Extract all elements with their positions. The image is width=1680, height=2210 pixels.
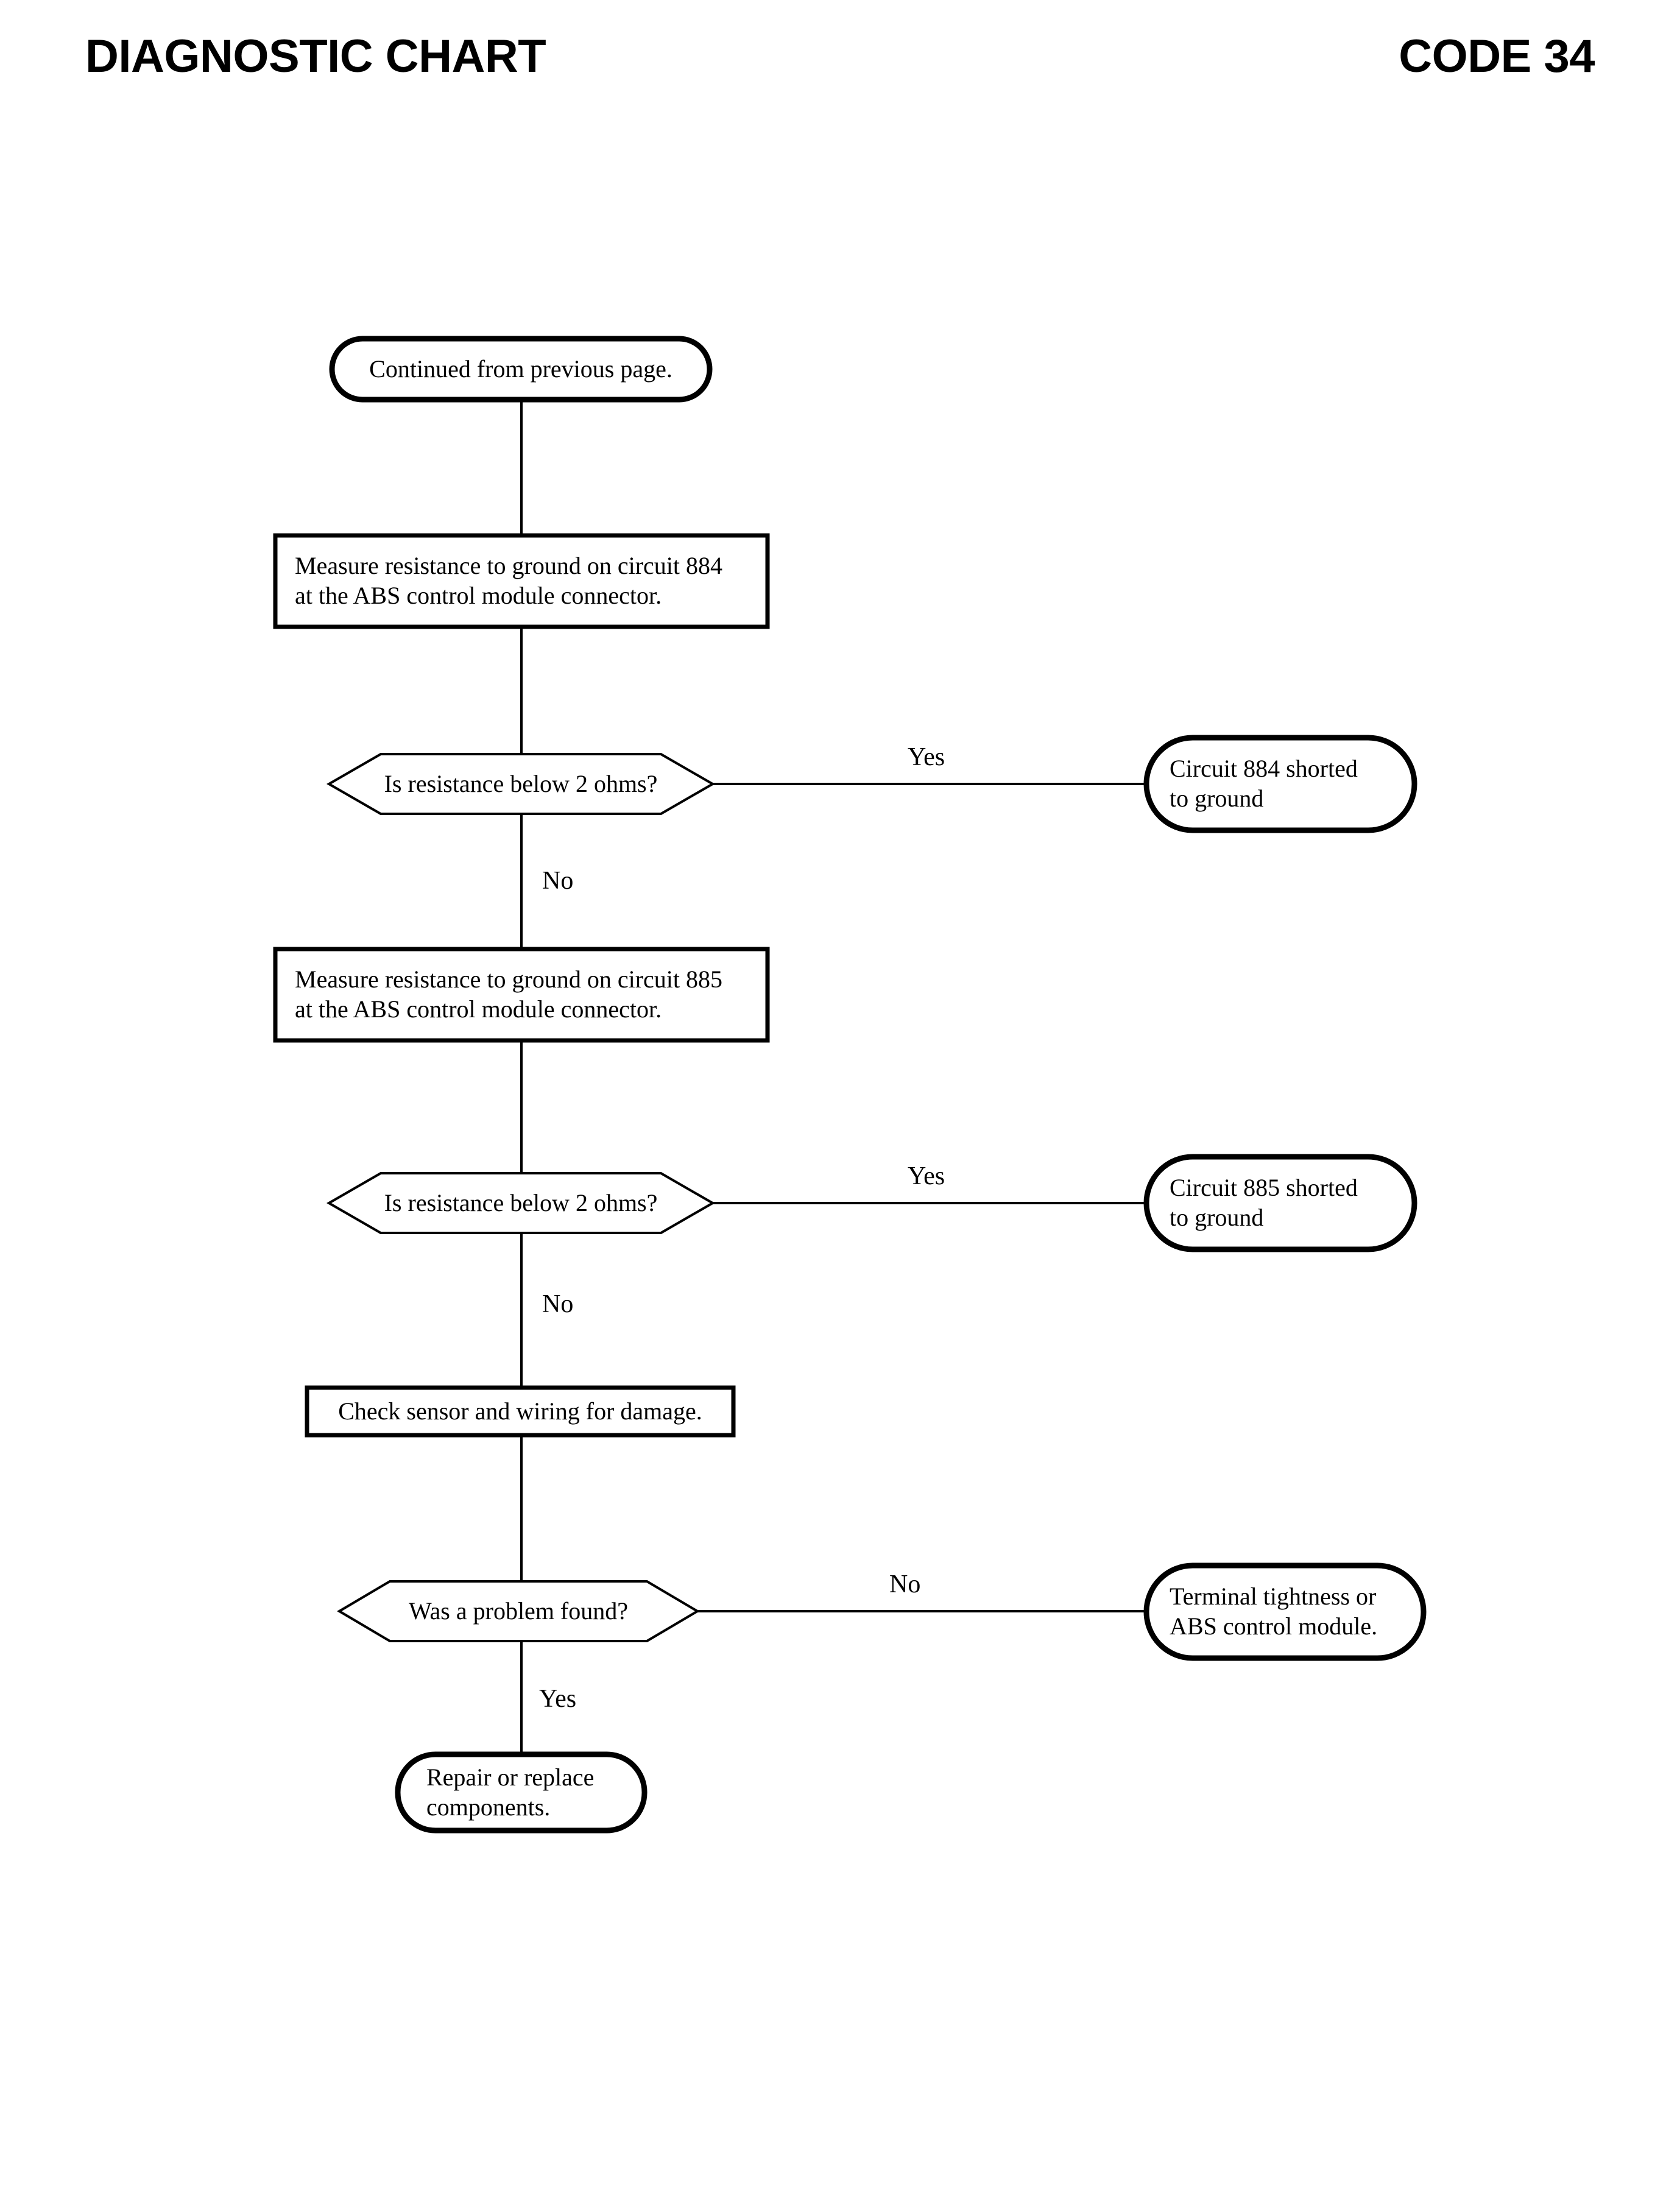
code-label: CODE 34 <box>1399 30 1595 82</box>
node-measure-885 <box>273 947 770 1043</box>
node-decision-resistance-884-label: Is resistance below 2 ohms? <box>384 769 658 797</box>
node-terminal-tightness-label: Terminal tightness or ABS control module… <box>1170 1583 1378 1640</box>
node-repair-or-replace-label: Repair or replace components. <box>426 1763 595 1821</box>
node-circuit-885-shorted <box>1143 1154 1417 1252</box>
node-check-sensor-wiring <box>305 1385 736 1438</box>
node-continued-from-previous-page-label: Continued from previous page. <box>369 355 672 383</box>
node-decision-resistance-885 <box>326 1172 716 1234</box>
node-circuit-885-shorted-label: Circuit 885 shorted to ground <box>1170 1174 1358 1231</box>
edge-label-decision1-no: No <box>542 867 574 895</box>
edge-label-decision3-yes: Yes <box>539 1685 577 1713</box>
edge-label-decision1-yes: Yes <box>908 743 945 771</box>
node-repair-or-replace <box>395 1751 648 1834</box>
node-decision-problem-found-label: Was a problem found? <box>409 1597 628 1625</box>
node-circuit-884-shorted-label: Circuit 884 shorted to ground <box>1170 755 1358 812</box>
node-continued-from-previous-page <box>329 336 713 403</box>
node-terminal-tightness <box>1143 1562 1427 1661</box>
node-decision-resistance-884 <box>326 753 716 815</box>
edge-label-decision2-no: No <box>542 1290 574 1318</box>
node-measure-885-label: Measure resistance to ground on circuit … <box>295 966 723 1023</box>
edge-label-decision2-yes: Yes <box>908 1162 945 1190</box>
node-decision-resistance-885-label: Is resistance below 2 ohms? <box>384 1188 658 1216</box>
node-measure-884 <box>273 533 770 629</box>
node-circuit-884-shorted <box>1143 735 1417 833</box>
node-decision-problem-found <box>337 1580 700 1642</box>
page-title: DIAGNOSTIC CHART <box>85 30 546 82</box>
node-check-sensor-wiring-label: Check sensor and wiring for damage. <box>338 1397 702 1425</box>
node-measure-884-label: Measure resistance to ground on circuit … <box>295 552 723 609</box>
edge-label-decision3-no: No <box>889 1570 921 1598</box>
